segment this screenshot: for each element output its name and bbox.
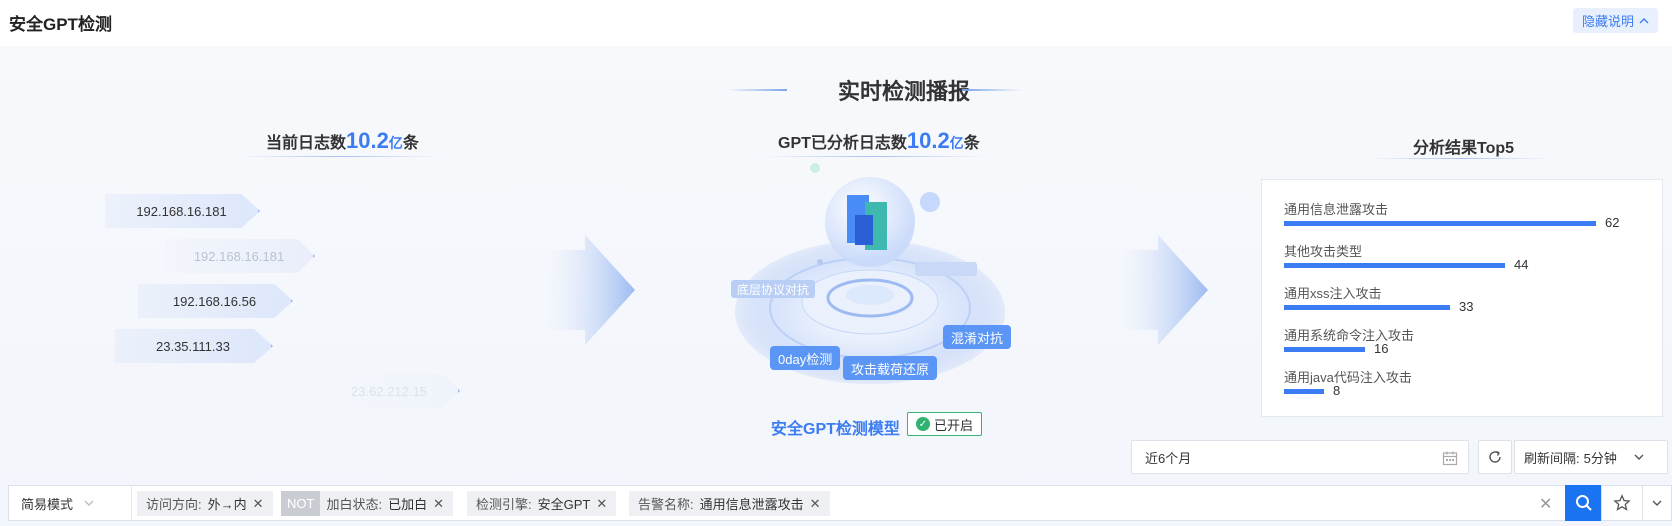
top5-panel: 通用信息泄露攻击 62 其他攻击类型 44 通用xss注入攻击 33 通用系统命… [1261, 179, 1663, 417]
close-icon[interactable]: ✕ [596, 495, 608, 511]
model-feature-tag-blurred [915, 262, 977, 276]
top5-item: 通用java代码注入攻击 8 [1284, 367, 1412, 398]
favorite-button[interactable] [1601, 485, 1643, 521]
ip-tag: 23.35.111.33 [115, 329, 273, 363]
filter-chip[interactable]: 访问方向: 外→内 ✕ [137, 491, 273, 516]
refresh-icon [1489, 450, 1501, 463]
refresh-interval-select[interactable]: 刷新间隔: 5分钟 [1514, 440, 1668, 474]
not-tag: NOT [281, 491, 321, 516]
chevron-down-icon [1652, 500, 1662, 506]
gpt-analyzed-count: GPT已分析日志数10.2亿条 [778, 128, 980, 153]
filter-chip[interactable]: 检测引擎: 安全GPT ✕ [467, 491, 617, 516]
chevron-up-icon [1639, 17, 1649, 23]
refresh-button[interactable] [1478, 440, 1512, 474]
status-label: 已开启 [934, 417, 974, 433]
filter-chip-value: 外→内 [207, 497, 247, 512]
top5-bar [1284, 347, 1365, 352]
top5-bar [1284, 221, 1596, 226]
filter-chip-key: 检测引擎: [476, 497, 532, 512]
top5-value: 16 [1374, 341, 1389, 356]
model-feature-tag: 0day检测 [770, 346, 841, 370]
ip-tag: 192.168.16.56 [138, 284, 293, 318]
filter-chip[interactable]: 告警名称: 通用信息泄露攻击 ✕ [629, 491, 830, 516]
page-title: 安全GPT检测 [9, 15, 112, 34]
model-feature-tag: 攻击载荷还原 [843, 356, 938, 380]
filter-chip-value: 安全GPT [537, 497, 591, 512]
top5-item: 通用系统命令注入攻击 16 [1284, 325, 1415, 356]
more-options-button[interactable] [1642, 485, 1672, 521]
page-header: 安全GPT检测 隐藏说明 [0, 0, 1672, 46]
top5-value: 44 [1514, 257, 1529, 272]
top5-bar [1284, 263, 1505, 268]
title-decoration-right [962, 89, 1022, 91]
realtime-broadcast-title: 实时检测播报 [837, 79, 970, 104]
top5-item-label: 通用java代码注入攻击 [1284, 370, 1412, 385]
hide-description-label: 隐藏说明 [1582, 14, 1635, 29]
model-feature-tag: 混淆对抗 [943, 325, 1012, 349]
model-name: 安全GPT检测模型 [771, 421, 900, 438]
search-button[interactable] [1565, 485, 1602, 521]
refresh-interval-label: 刷新间隔: [1524, 450, 1580, 466]
status-badge: ✓ 已开启 [907, 412, 983, 436]
date-range-value: 近6个月 [1145, 450, 1192, 466]
top5-item-label: 通用信息泄露攻击 [1284, 202, 1389, 217]
close-icon[interactable]: ✕ [252, 495, 264, 511]
hide-description-button[interactable]: 隐藏说明 [1573, 8, 1659, 33]
top5-title: 分析结果Top5 [1413, 140, 1515, 157]
current-log-count: 当前日志数10.2亿条 [266, 128, 419, 153]
top5-value: 62 [1605, 215, 1620, 230]
mode-select-value: 简易模式 [21, 496, 74, 512]
refresh-interval-value: 5分钟 [1583, 450, 1617, 466]
flow-arrow-icon [1118, 235, 1208, 345]
top5-item-label: 其他攻击类型 [1284, 244, 1363, 259]
top5-item: 通用信息泄露攻击 62 [1284, 199, 1619, 230]
top5-value: 8 [1333, 383, 1341, 398]
filter-chip-value: 通用信息泄露攻击 [699, 497, 804, 512]
flow-arrow-icon [545, 235, 635, 345]
model-feature-tag: 底层协议对抗 [731, 280, 816, 298]
chevron-down-icon [84, 500, 94, 506]
ip-tag: 192.168.16.181 [165, 239, 315, 273]
star-icon [1613, 494, 1631, 511]
stat-underline [760, 156, 990, 157]
stat-underline [240, 156, 440, 157]
top5-bar [1284, 389, 1324, 394]
top5-bar [1284, 305, 1450, 310]
title-decoration-left [727, 89, 787, 91]
top5-item: 其他攻击类型 44 [1284, 241, 1528, 272]
ip-tag: 192.168.16.181 [105, 194, 260, 228]
clear-all-icon[interactable]: ✕ [1539, 496, 1553, 513]
top5-item: 通用xss注入攻击 33 [1284, 283, 1473, 314]
calendar-icon [1442, 451, 1458, 466]
top5-value: 33 [1459, 299, 1474, 314]
close-icon[interactable]: ✕ [433, 495, 444, 511]
date-range-picker[interactable]: 近6个月 [1131, 440, 1469, 474]
check-icon: ✓ [916, 417, 930, 431]
filter-chip[interactable]: NOT 加白状态: 已加白 ✕ [281, 491, 453, 516]
top5-item-label: 通用xss注入攻击 [1284, 286, 1382, 301]
filter-chip-value: 已加白 [388, 497, 428, 512]
close-icon[interactable]: ✕ [809, 495, 821, 511]
chevron-down-icon [1634, 454, 1644, 460]
top5-item-label: 通用系统命令注入攻击 [1284, 328, 1415, 343]
ip-tag: 23.62.212.15 [320, 374, 460, 408]
filter-chip-key: 告警名称: [638, 497, 694, 512]
search-icon [1575, 495, 1592, 511]
filter-chip-key: 访问方向: [146, 497, 202, 512]
stat-underline [1370, 158, 1550, 159]
filter-bar: 简易模式 访问方向: 外→内 ✕ NOT 加白状态: 已加白 ✕ 检测引擎: 安全GP… [8, 485, 1602, 521]
mode-select[interactable]: 简易模式 [9, 486, 132, 520]
filter-chip-key: 加白状态: [326, 497, 383, 512]
